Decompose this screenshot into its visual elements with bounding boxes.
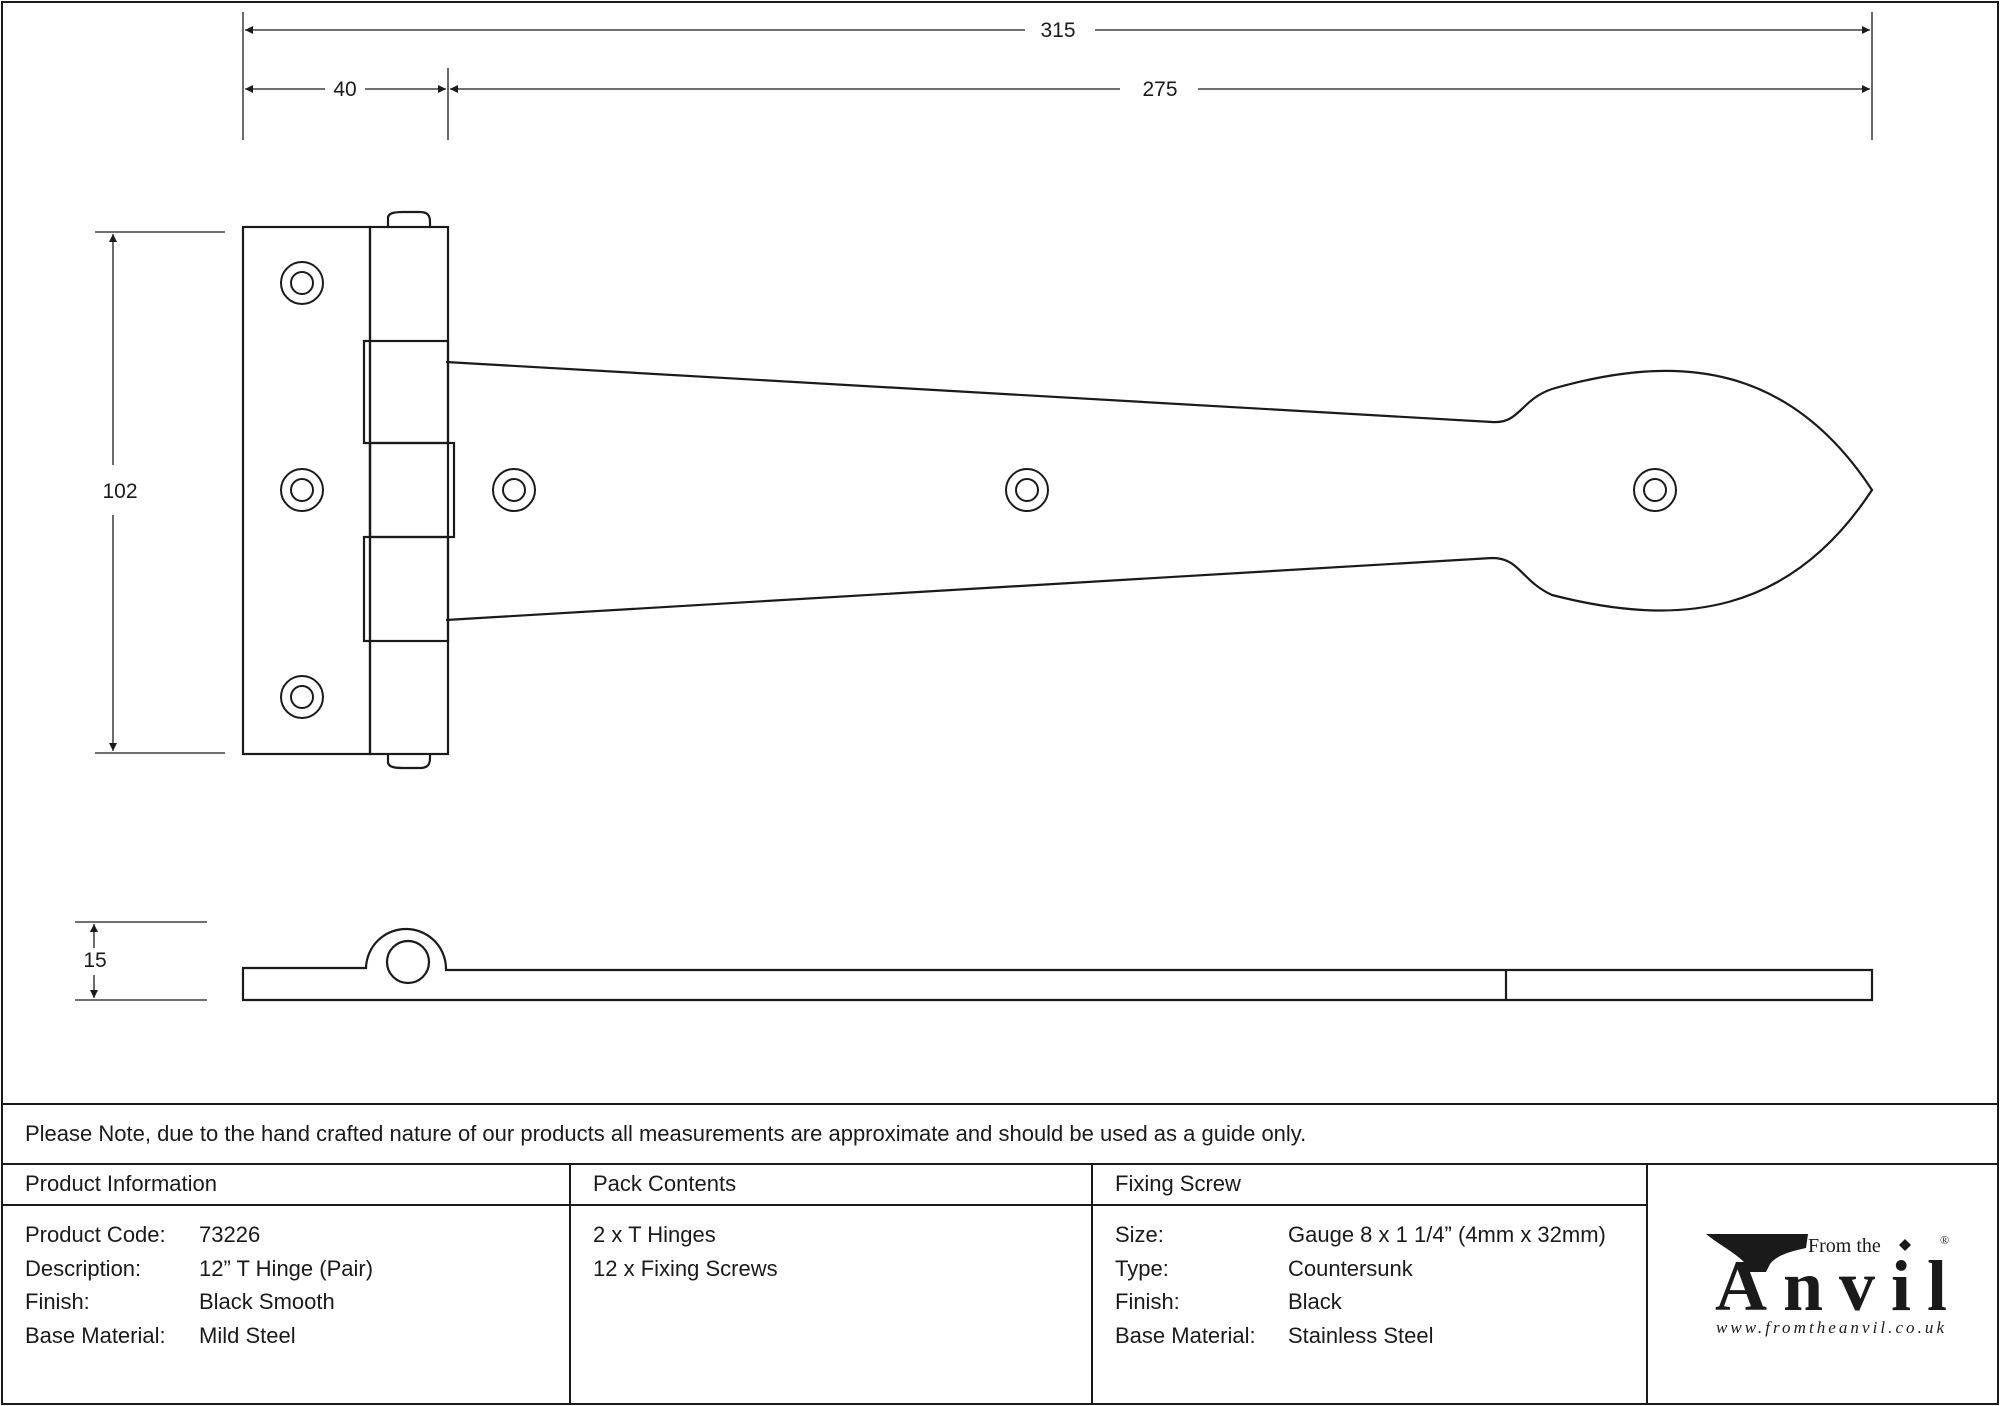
pack-contents-item: 2 x T Hinges [593, 1222, 716, 1247]
screw-hole [1633, 468, 1677, 512]
screw-hole [492, 468, 536, 512]
dimension-strap-length: 275 [1142, 78, 1177, 101]
product-information-heading: Product Information [25, 1171, 217, 1196]
logo-from-the: From the [1808, 1235, 1881, 1257]
t-hinge-side-view [241, 927, 1874, 1002]
product-code-value: 73226 [199, 1222, 260, 1247]
screw-base-material-value: Stainless Steel [1288, 1323, 1434, 1348]
fixing-screw-table: Size: Gauge 8 x 1 1/4” (4mm x 32mm) Type… [1115, 1222, 1606, 1348]
dimension-height: 102 [102, 480, 137, 503]
fixing-screw-heading: Fixing Screw [1115, 1171, 1241, 1196]
knuckle-segment [362, 535, 450, 643]
screw-hole [280, 675, 324, 719]
screw-finish-value: Black [1288, 1289, 1343, 1314]
hinge-leaf [241, 225, 372, 756]
side-view-profile [241, 927, 1874, 1002]
screw-type-label: Type: [1115, 1256, 1169, 1281]
knuckle-segment [368, 441, 456, 539]
hinge-knuckle-column [368, 225, 450, 756]
screw-base-material-label: Base Material: [1115, 1323, 1256, 1348]
title-block-lines [2, 1103, 1998, 1404]
pack-contents-heading: Pack Contents [593, 1171, 736, 1196]
screw-hole [1005, 468, 1049, 512]
dimension-leaf-width: 40 [333, 78, 356, 101]
screw-finish-label: Finish: [1115, 1289, 1180, 1314]
product-code-label: Product Code: [25, 1222, 166, 1247]
pack-contents-list: 2 x T Hinges 12 x Fixing Screws [593, 1222, 778, 1281]
screw-type-value: Countersunk [1288, 1256, 1414, 1281]
dimension-thickness: 15 [83, 949, 106, 972]
base-material-label: Base Material: [25, 1323, 166, 1348]
finish-label: Finish: [25, 1289, 90, 1314]
description-label: Description: [25, 1256, 141, 1281]
anvil-icon [1706, 1234, 1808, 1272]
product-information-table: Product Code: 73226 Description: 12” T H… [25, 1222, 373, 1348]
dimension-overall-length: 315 [1040, 19, 1075, 42]
pack-contents-item: 12 x Fixing Screws [593, 1256, 778, 1281]
finish-value: Black Smooth [199, 1289, 335, 1314]
screw-hole [280, 261, 324, 305]
logo-anvil-wordmark: Anvil [1715, 1246, 1947, 1326]
dimension-lines [75, 12, 1873, 1001]
from-the-anvil-logo: From the ® Anvil www.fromtheanvil.co.uk [1706, 1233, 1949, 1337]
logo-diamond [1899, 1239, 1911, 1251]
screw-size-value: Gauge 8 x 1 1/4” (4mm x 32mm) [1288, 1222, 1606, 1247]
pin-cap-bottom [386, 754, 432, 770]
screw-size-label: Size: [1115, 1222, 1164, 1247]
base-material-value: Mild Steel [199, 1323, 296, 1348]
knuckle-segment [362, 339, 450, 445]
side-view-pin [385, 939, 431, 985]
t-hinge-front-view [241, 210, 1874, 770]
hinge-strap [445, 360, 1874, 622]
description-value: 12” T Hinge (Pair) [199, 1256, 373, 1281]
screw-holes [280, 261, 1677, 719]
logo-website: www.fromtheanvil.co.uk [1716, 1318, 1944, 1337]
pin-cap-top [386, 210, 432, 227]
screw-hole [280, 468, 324, 512]
approximate-measurements-note: Please Note, due to the hand crafted nat… [25, 1121, 1306, 1146]
logo-registered: ® [1940, 1233, 1949, 1247]
